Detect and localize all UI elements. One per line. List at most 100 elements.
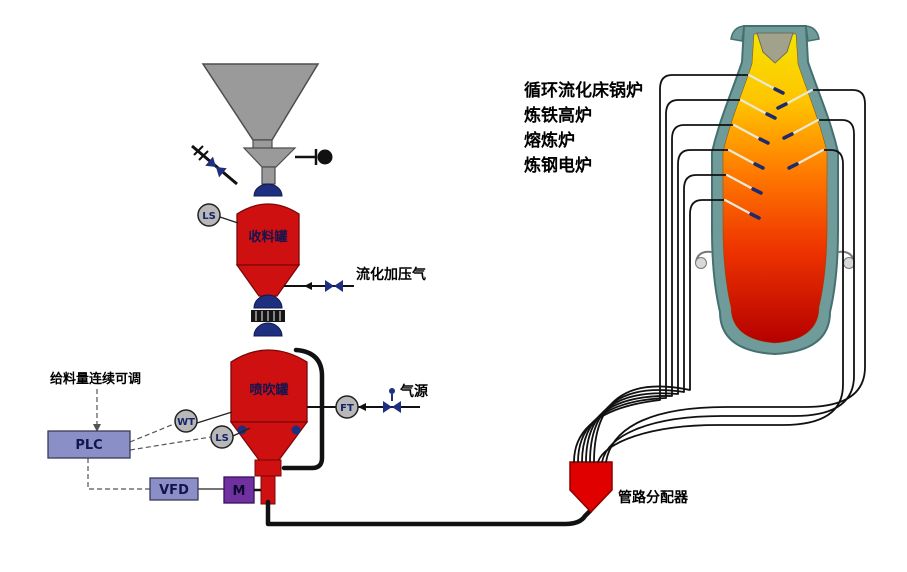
distribution-pipe	[581, 124, 735, 463]
application-item: 循环流化床锅炉	[524, 80, 643, 101]
hand-valve-icon	[383, 388, 401, 413]
receiving-tank-cone	[235, 264, 301, 297]
pressurization-pipe	[281, 347, 325, 471]
lance-tip	[765, 112, 777, 120]
hopper-outlet-neck	[261, 166, 276, 185]
flange-tick	[193, 145, 204, 156]
distributor-body	[569, 461, 613, 514]
injection-tank-label: 喷吹罐	[249, 382, 288, 398]
nozzle-icon	[291, 425, 301, 435]
ls-upper-label: LS	[202, 211, 216, 222]
injection-lance	[747, 73, 777, 91]
ls-upper-instrument: LS	[197, 203, 239, 227]
injection-lance	[723, 198, 753, 216]
application-item: 炼铁高炉	[524, 105, 592, 126]
fluidization-gas-label: 流化加压气	[356, 266, 426, 283]
lance-tip	[787, 162, 799, 170]
distribution-pipe	[577, 99, 742, 463]
inlet-pipe	[191, 144, 238, 186]
lance-tip	[782, 132, 794, 140]
distribution-pipes	[573, 74, 866, 463]
dome-valve-icon	[253, 322, 283, 337]
distribution-pipe	[597, 149, 844, 463]
motor-box: M	[223, 476, 255, 504]
injection-lance	[725, 173, 755, 191]
dome-valve-icon	[253, 183, 283, 197]
lance-tip	[753, 162, 765, 170]
distribution-pipe	[593, 199, 726, 463]
injection-lances	[723, 73, 825, 220]
furnace-lip-right	[805, 25, 820, 42]
furnace-flame-interior	[722, 33, 828, 344]
lance-tip	[773, 87, 785, 95]
furnace	[695, 25, 855, 356]
dome-valve-icon	[253, 294, 283, 309]
lance-tip	[758, 137, 770, 145]
inter-tank-section	[251, 294, 285, 337]
application-item: 炼钢电炉	[524, 155, 592, 176]
pipe-distributor: 管路分配器	[569, 461, 689, 514]
plc-box: PLC	[47, 430, 131, 459]
control-link	[87, 458, 150, 490]
receiving-tank-label: 收料罐	[248, 229, 287, 245]
arrow-head	[93, 424, 101, 432]
hopper-cone	[201, 63, 320, 141]
instrument-lead	[232, 427, 251, 437]
hopper-lower-funnel	[242, 147, 297, 168]
ft-instrument: FT	[335, 395, 359, 419]
ls-lower-label: LS	[215, 433, 229, 444]
lance-tip	[749, 212, 761, 220]
trunnion-right	[843, 257, 855, 269]
ls-upper-circle	[197, 203, 221, 227]
flow-arrow	[304, 282, 312, 290]
injection-lance	[790, 118, 820, 136]
motor-label: M	[233, 484, 246, 499]
injection-lance	[784, 88, 814, 106]
control-link	[129, 423, 175, 443]
control-link	[129, 436, 212, 451]
distribution-pipe	[573, 74, 750, 463]
feed-hopper	[201, 63, 320, 185]
flange-tick	[198, 150, 209, 161]
instrument-lead	[196, 411, 233, 424]
instrument-lead	[219, 216, 239, 224]
distribution-pipe	[605, 89, 866, 463]
inlet-valve-icon	[205, 156, 227, 178]
gas-source-label: 气源	[399, 383, 428, 400]
injection-lance	[732, 123, 762, 141]
distribution-pipe	[601, 119, 855, 463]
handwheel-valve-icon	[295, 149, 333, 165]
wt-instrument: WT	[174, 409, 233, 433]
fluidization-gas-line: 流化加压气	[284, 266, 426, 292]
ft-label: FT	[340, 403, 354, 414]
injection-lance	[795, 148, 825, 166]
application-item: 熔炼炉	[524, 130, 575, 151]
conveying-pipe	[265, 499, 593, 527]
vfd-box: VFD	[149, 477, 199, 501]
injection-tank-body	[230, 349, 308, 423]
gas-source-line: 气源	[307, 383, 428, 413]
trunnion-left	[695, 257, 707, 269]
injection-tank: 喷吹罐	[229, 349, 309, 461]
valve-icon	[325, 280, 343, 292]
lance-tip	[776, 102, 788, 110]
wt-label: WT	[177, 417, 195, 428]
lance-tip	[751, 187, 763, 195]
injection-lance	[727, 148, 757, 166]
charging-bell	[756, 32, 794, 64]
flow-arrow	[358, 403, 366, 411]
ft-circle	[335, 395, 359, 419]
wt-circle	[174, 409, 198, 433]
plc-label: PLC	[75, 438, 102, 453]
distribution-pipe	[585, 149, 730, 463]
furnace-lip-left	[730, 25, 745, 42]
application-list: 循环流化床锅炉 炼铁高炉 熔炼炉 炼钢电炉	[524, 80, 643, 176]
receiving-tank-body	[236, 203, 300, 266]
feed-note-label: 给料量连续可调	[50, 371, 141, 387]
distribution-pipe	[589, 174, 728, 463]
rotary-feeder	[254, 459, 282, 505]
receiving-tank: 收料罐	[235, 203, 301, 297]
vfd-label: VFD	[159, 483, 189, 498]
control-dashed-lines	[87, 389, 224, 490]
